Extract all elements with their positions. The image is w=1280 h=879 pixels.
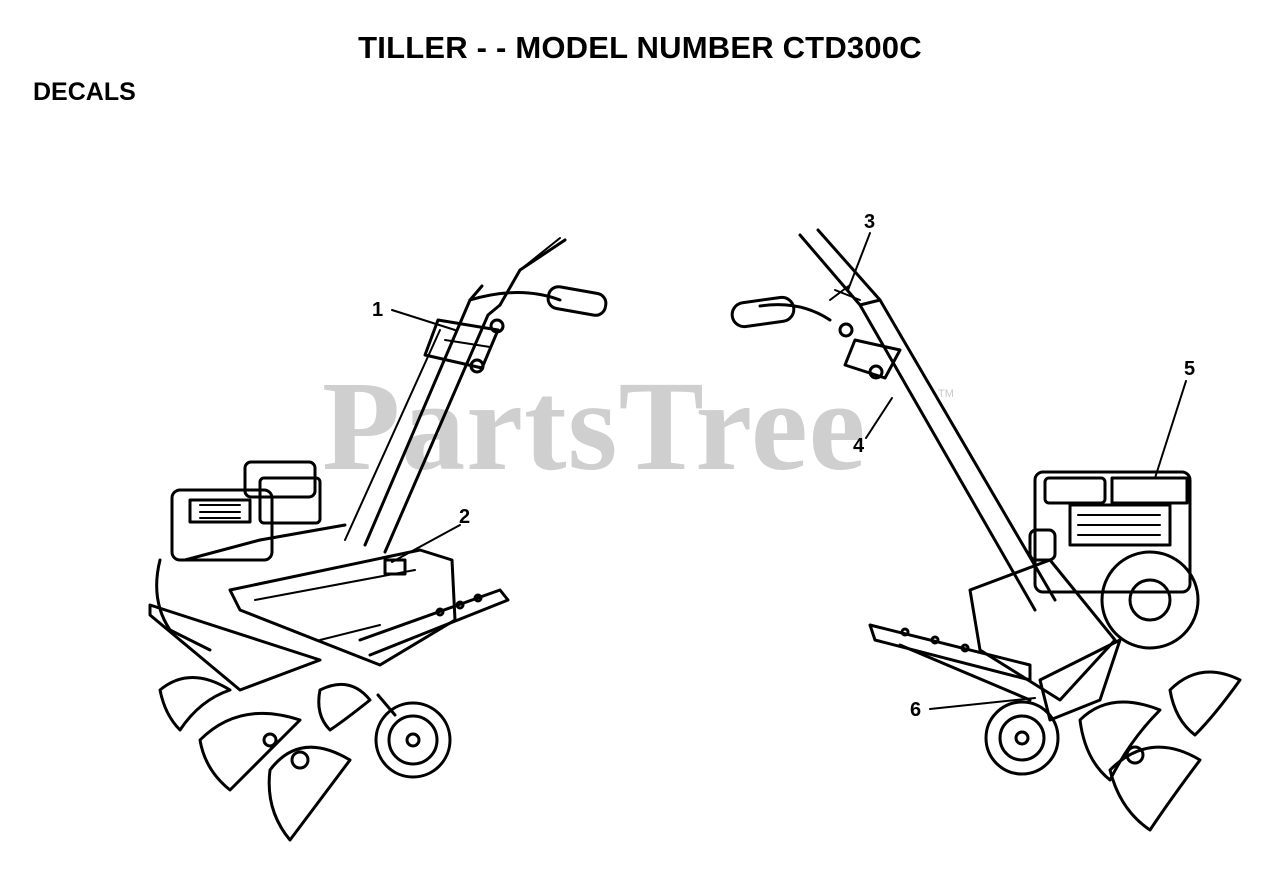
- left-tiller-illustration: [148, 237, 608, 842]
- callout-4: 4: [853, 435, 865, 457]
- watermark-logo: PartsTree: [322, 355, 867, 497]
- callout-6: 6: [910, 699, 921, 721]
- right-tiller-illustration: [730, 228, 1242, 832]
- section-heading: DECALS: [33, 78, 136, 106]
- leader-4: [865, 397, 893, 439]
- watermark-trademark: TM: [938, 388, 954, 400]
- leader-1: [391, 309, 456, 331]
- callout-1: 1: [372, 299, 383, 321]
- leader-3: [847, 232, 871, 291]
- leader-2: [391, 524, 461, 563]
- callout-2: 2: [459, 506, 470, 528]
- callout-5: 5: [1184, 358, 1195, 380]
- page-title: TILLER - - MODEL NUMBER CTD300C: [358, 30, 922, 65]
- leader-6: [929, 697, 1036, 710]
- leader-5: [1154, 380, 1187, 479]
- callout-3: 3: [864, 211, 875, 233]
- callout-leaders: [391, 232, 1187, 710]
